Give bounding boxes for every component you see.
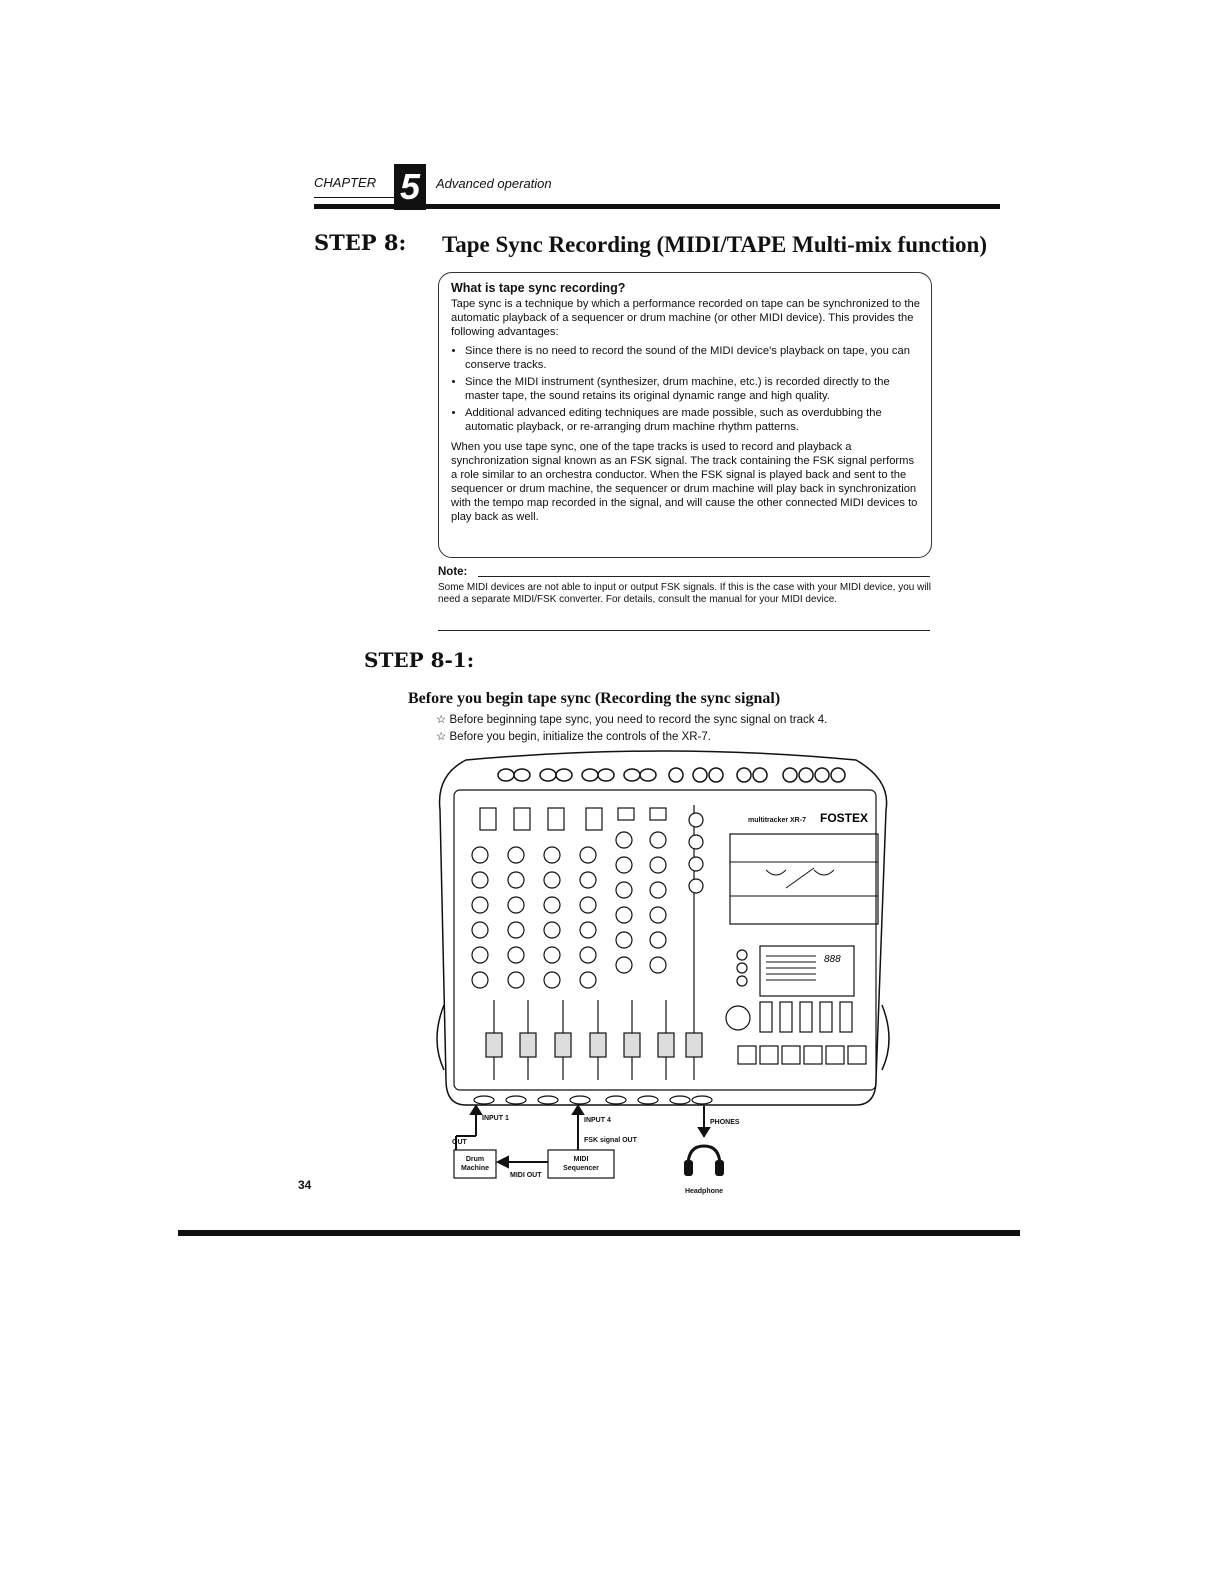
advantages-list: Since there is no need to record the sou… (451, 344, 921, 434)
advantage-item: Since there is no need to record the sou… (465, 344, 921, 372)
model-label: multitracker XR-7 (748, 817, 806, 824)
display-side-knobs (736, 949, 748, 987)
step-8-1-label: STEP 8-1: (364, 648, 475, 672)
bottom-jack-row (473, 1095, 713, 1105)
transport-faders (759, 1001, 853, 1033)
mixer-body (438, 750, 888, 1106)
headphone-icon (684, 1144, 724, 1176)
step-8-title: Tape Sync Recording (MIDI/TAPE Multi-mix… (442, 232, 987, 257)
note-label: Note: (438, 566, 468, 578)
stop-button-icon (825, 1045, 845, 1065)
header-rule (314, 204, 1000, 209)
note-text: Some MIDI devices are not able to input … (438, 582, 931, 605)
fostex-logo: FOSTEX (820, 811, 868, 825)
left-handle-icon (436, 1004, 445, 1071)
rewind-button-icon (781, 1045, 801, 1065)
channel-strip-1 (471, 807, 503, 1080)
star-icon: ☆ (436, 714, 447, 726)
tape-sync-info-box: What is tape sync recording? Tape sync i… (438, 272, 932, 558)
drum-machine-label-1: Drum (466, 1156, 484, 1163)
top-jack-row (497, 767, 846, 783)
phones-label: PHONES (710, 1119, 740, 1126)
channel-strip-5 (615, 807, 641, 1080)
drum-machine-box (453, 1149, 497, 1179)
drum-machine-label-2: Machine (461, 1165, 489, 1172)
midi-sequencer-label-2: Sequencer (563, 1165, 599, 1172)
channel-strip-6 (649, 807, 675, 1080)
channel-strip-2 (507, 807, 537, 1080)
counter-digits: 888 (824, 954, 841, 965)
header-thin-rule (314, 197, 394, 198)
prep-bullet-2: ☆ Before you begin, initialize the contr… (436, 729, 711, 743)
advantage-item: Since the MIDI instrument (synthesizer, … (465, 375, 921, 403)
note-rule-top (478, 576, 930, 577)
skip-button-icon (847, 1045, 867, 1065)
info-box-title: What is tape sync recording? (451, 281, 626, 295)
lcd-display (759, 945, 855, 997)
step-8-label: STEP 8: (314, 230, 407, 255)
master-strip (685, 805, 704, 1080)
advantage-item: Additional advanced editing techniques a… (465, 406, 921, 434)
level-meter-icon (766, 955, 816, 981)
midi-out-label: MIDI OUT (510, 1172, 542, 1179)
step-8-1-subtitle: Before you begin tape sync (Recording th… (408, 690, 781, 707)
out-label: OUT (452, 1139, 468, 1146)
fast-forward-button-icon (803, 1045, 823, 1065)
input-4-label: INPUT 4 (584, 1117, 611, 1124)
chapter-number-badge: 5 (394, 164, 426, 210)
cassette-compartment (729, 833, 879, 925)
pitch-knob (725, 1005, 751, 1031)
prep-bullet-1: ☆ Before beginning tape sync, you need t… (436, 712, 827, 726)
channel-strip-3 (543, 807, 572, 1080)
record-button-icon (737, 1045, 757, 1065)
right-handle-icon (881, 1004, 890, 1071)
control-panel (453, 789, 877, 1091)
info-box-intro: Tape sync is a technique by which a perf… (451, 298, 920, 338)
xr7-connection-diagram: multitracker XR-7 FOSTEX 888 (436, 750, 890, 1195)
midi-sequencer-label-1: MIDI (574, 1156, 589, 1163)
info-box-body: When you use tape sync, one of the tape … (451, 441, 918, 523)
page-number: 34 (298, 1178, 312, 1192)
fsk-out-label: FSK signal OUT (584, 1137, 638, 1144)
chapter-label: CHAPTER (314, 175, 377, 190)
headphone-label: Headphone (685, 1188, 723, 1195)
prep-bullet-text: Before beginning tape sync, you need to … (449, 714, 828, 726)
note-rule-bottom (438, 630, 930, 631)
input-1-label: INPUT 1 (482, 1115, 509, 1122)
chapter-title: Advanced operation (436, 176, 552, 191)
channel-strip-4 (579, 807, 607, 1080)
prep-bullet-text: Before you begin, initialize the control… (449, 731, 711, 743)
midi-sequencer-box (547, 1149, 615, 1179)
connection-lines (455, 1104, 711, 1169)
footer-rule (178, 1230, 1020, 1236)
star-icon: ☆ (436, 731, 447, 743)
play-button-icon (759, 1045, 779, 1065)
channel-strips (471, 805, 704, 1080)
transport-buttons (737, 1045, 867, 1065)
cassette-window-icon (765, 867, 835, 889)
